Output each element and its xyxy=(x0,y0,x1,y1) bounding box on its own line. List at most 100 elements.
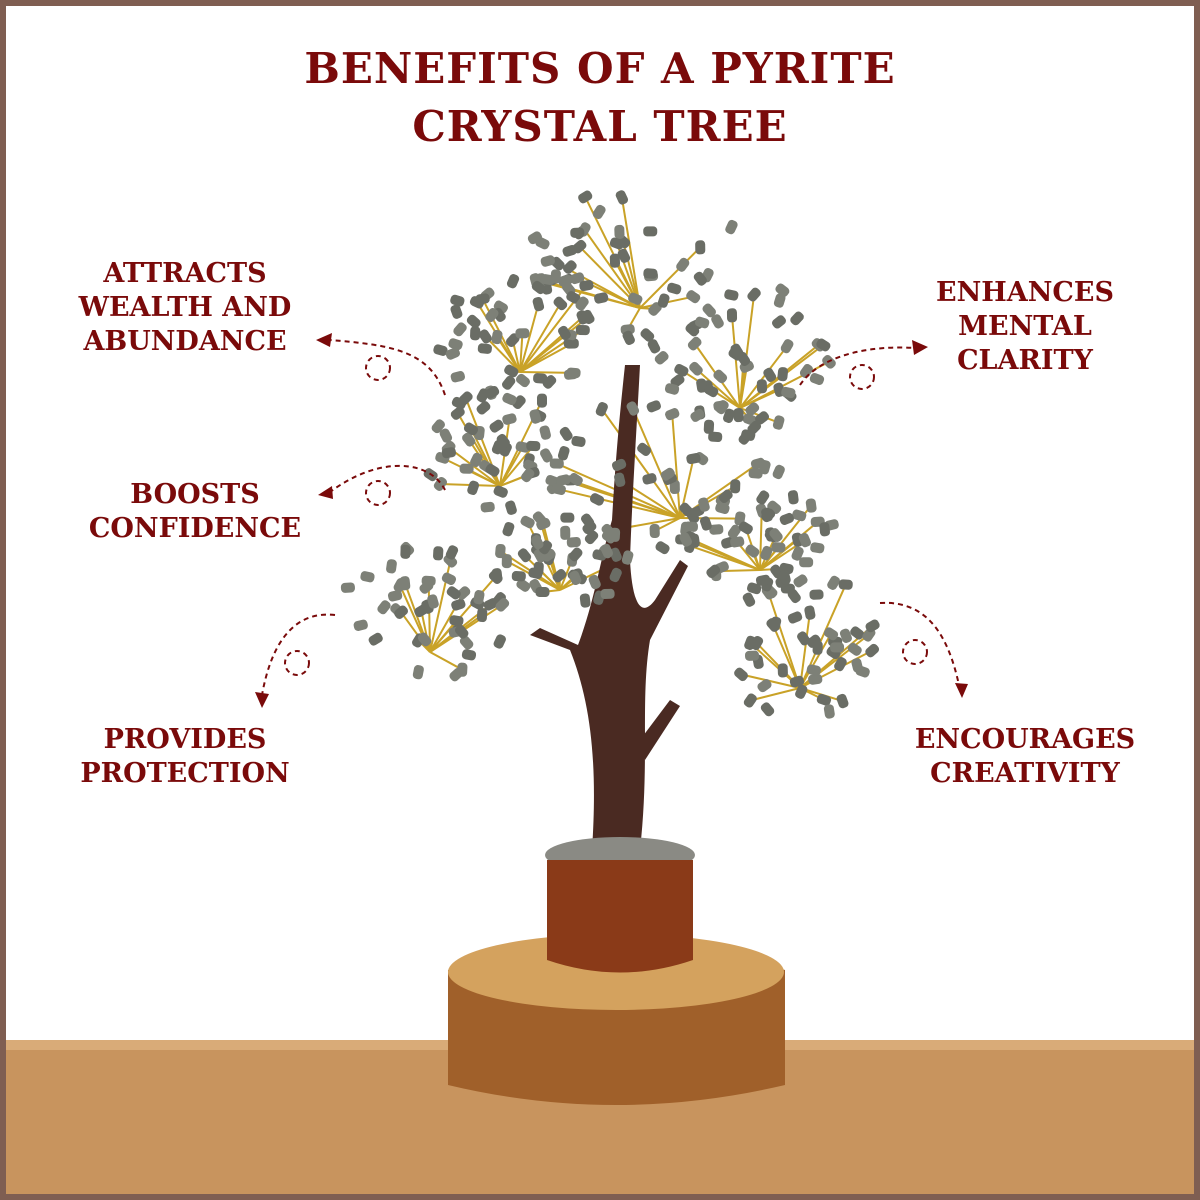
pyrite-leaf xyxy=(575,296,589,311)
pyrite-leaf xyxy=(621,550,634,565)
pyrite-leaf xyxy=(695,240,706,255)
pyrite-leaf xyxy=(686,290,701,304)
pyrite-leaf xyxy=(702,303,716,318)
pyrite-leaf xyxy=(511,571,526,582)
pyrite-leaf xyxy=(451,598,466,611)
pyrite-leaf xyxy=(480,501,495,513)
pyrite-leaf xyxy=(459,635,474,650)
pyrite-leaf xyxy=(459,463,474,474)
pyrite-leaf xyxy=(726,308,738,323)
pyrite-leaf xyxy=(806,664,821,676)
pyrite-leaf xyxy=(485,463,500,477)
pyrite-leaf xyxy=(760,545,773,561)
pyrite-leaf xyxy=(679,532,692,547)
pyrite-leaf xyxy=(467,480,480,495)
pyrite-leaf xyxy=(779,570,791,585)
pyrite-leaf xyxy=(448,338,463,351)
pyrite-leaf xyxy=(575,324,590,336)
pyrite-leaf xyxy=(439,428,453,443)
benefit-clarity: ENHANCES MENTAL CLARITY xyxy=(910,276,1140,378)
pyrite-leaf xyxy=(670,374,685,388)
pyrite-leaf xyxy=(611,458,627,472)
pyrite-leaf xyxy=(505,333,520,348)
pyrite-leaf xyxy=(446,586,461,600)
pyrite-leaf xyxy=(761,507,773,522)
pyrite-leaf xyxy=(495,543,506,559)
pyrite-leaf xyxy=(760,702,775,717)
pyrite-leaf xyxy=(665,408,680,421)
pyrite-leaf xyxy=(570,272,585,285)
pyrite-leaf xyxy=(504,364,519,378)
pyrite-leaf xyxy=(759,460,771,475)
pyrite-leaf xyxy=(566,291,581,304)
pyrite-leaf xyxy=(581,309,595,325)
pyrite-leaf xyxy=(773,293,786,308)
pyrite-leaf xyxy=(427,594,439,609)
pyrite-leaf xyxy=(458,391,473,405)
pyrite-leaf xyxy=(566,536,581,548)
pyrite-leaf xyxy=(643,268,658,279)
pyrite-leaf xyxy=(412,665,424,680)
pyrite-leaf xyxy=(569,570,582,586)
pyrite-leaf xyxy=(646,400,661,413)
pyrite-leaf xyxy=(779,512,794,525)
pyrite-leaf xyxy=(463,422,479,436)
pyrite-leaf xyxy=(781,386,796,399)
pyrite-leaf xyxy=(816,693,832,706)
pyrite-leaf xyxy=(501,554,512,569)
benefit-text: PROVIDES xyxy=(103,724,267,755)
pyrite-leaf xyxy=(528,567,543,579)
pyrite-leaf xyxy=(340,582,355,593)
pyrite-leaf xyxy=(453,322,467,337)
pyrite-leaf xyxy=(559,426,573,441)
pyrite-leaf xyxy=(473,590,485,605)
pyrite-leaves xyxy=(340,190,880,719)
pyrite-leaf xyxy=(865,619,880,633)
pyrite-leaf xyxy=(850,626,865,640)
pyrite-leaf xyxy=(706,564,721,578)
pyrite-leaf xyxy=(433,546,444,561)
pyrite-leaf xyxy=(441,572,457,586)
page-title: BENEFITS OF A PYRITE CRYSTAL TREE xyxy=(0,40,1200,156)
pyrite-leaf xyxy=(724,289,739,301)
pyrite-leaf xyxy=(570,227,585,238)
pyrite-leaf xyxy=(421,575,436,587)
pyrite-leaf xyxy=(771,542,786,553)
benefit-text: CLARITY xyxy=(957,345,1093,376)
pyrite-leaf xyxy=(609,547,622,562)
pyrite-leaf xyxy=(772,415,785,430)
pyrite-leaf xyxy=(808,673,823,685)
pyrite-leaf xyxy=(730,479,741,494)
pyrite-leaf xyxy=(454,624,469,639)
pyrite-leaf xyxy=(699,516,712,531)
pyrite-leaf xyxy=(756,490,770,505)
pyrite-leaf xyxy=(649,523,660,539)
pyrite-leaf xyxy=(502,522,515,537)
benefit-text: ENHANCES xyxy=(936,277,1114,308)
pyrite-leaf xyxy=(558,325,571,341)
title-line-2: CRYSTAL TREE xyxy=(412,102,788,151)
pyrite-leaf xyxy=(757,679,772,693)
pyrite-leaf xyxy=(502,413,517,425)
pyrite-leaf xyxy=(609,567,622,583)
pyrite-leaf xyxy=(865,643,880,658)
pyrite-leaf xyxy=(654,351,669,365)
pyrite-leaf xyxy=(485,308,499,323)
pyrite-leaf xyxy=(549,458,564,469)
pyrite-leaf xyxy=(450,304,463,319)
pyrite-leaf xyxy=(456,586,471,600)
pyrite-leaf xyxy=(592,204,606,219)
benefit-text: BOOSTS xyxy=(130,479,260,510)
pyrite-leaf xyxy=(466,314,481,329)
pyrite-leaf xyxy=(791,546,804,561)
pyrite-leaf xyxy=(769,528,783,543)
benefit-text: ABUNDANCE xyxy=(83,326,287,357)
pyrite-leaf xyxy=(838,579,853,590)
pyrite-leaf xyxy=(417,632,432,647)
pyrite-leaf xyxy=(563,337,578,349)
pyrite-leaf xyxy=(730,536,745,548)
pyrite-leaf xyxy=(799,363,813,379)
tree-trunk xyxy=(530,365,688,850)
pyrite-leaf xyxy=(557,446,570,461)
pyrite-leaf xyxy=(789,675,805,688)
